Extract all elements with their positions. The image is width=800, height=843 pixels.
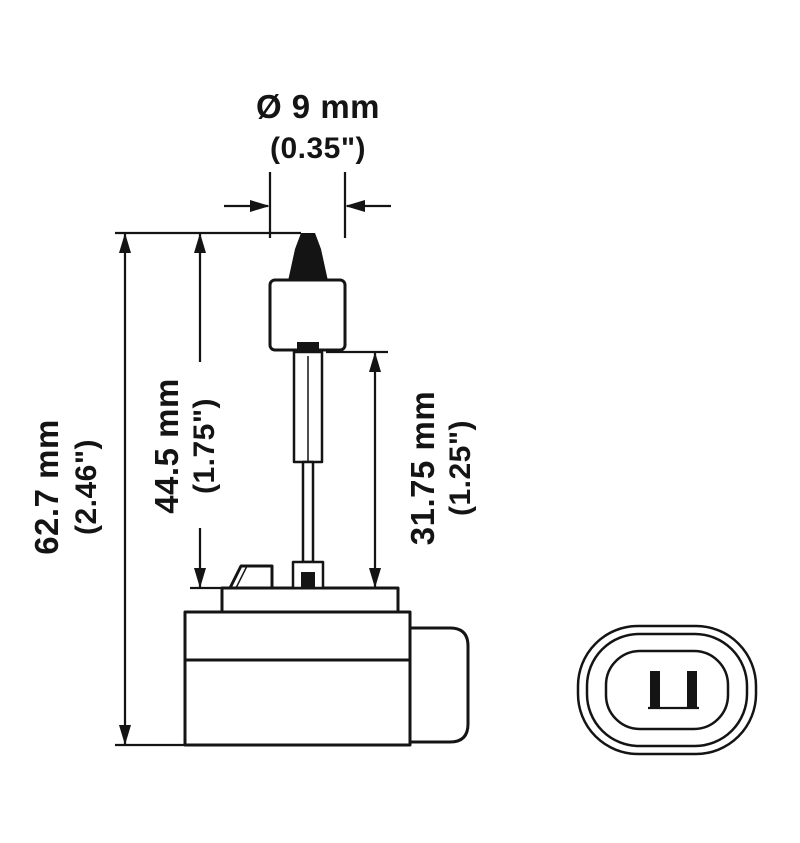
dimension-light-center: 31.75 mm (1.25") xyxy=(326,350,477,588)
connector-end-view xyxy=(576,624,758,756)
diameter-imperial-label: (0.35") xyxy=(270,132,366,165)
base-body-lower xyxy=(183,658,412,747)
overall-length-metric-label: 62.7 mm xyxy=(28,419,65,555)
base-seat-flange xyxy=(220,586,400,614)
arrow-down-icon xyxy=(194,568,206,588)
tip-to-seat-imperial-label: (1.75") xyxy=(188,398,221,494)
glass-tip xyxy=(288,233,328,281)
connector-pin-right xyxy=(687,671,697,708)
connector-inner-cavity xyxy=(604,649,730,731)
arrow-up-icon xyxy=(194,233,206,253)
base-connector-shroud xyxy=(406,626,470,744)
arrow-down-icon xyxy=(369,568,381,588)
glass-capsule xyxy=(268,278,347,352)
dimension-diameter: Ø 9 mm (0.35") xyxy=(224,88,391,238)
arrow-right-icon xyxy=(250,200,270,212)
arrow-down-icon xyxy=(119,725,131,745)
keying-tab-detail-line xyxy=(235,565,248,589)
bulb-side-view xyxy=(183,233,470,747)
light-center-metric-label: 31.75 mm xyxy=(404,391,441,545)
press-bead xyxy=(297,342,319,352)
base-body-upper xyxy=(183,610,412,662)
dimension-overall-length: 62.7 mm (2.46") xyxy=(28,231,301,747)
dimension-tip-to-seat: 44.5 mm (1.75") xyxy=(148,233,224,590)
connector-pin-left xyxy=(650,671,660,708)
support-stem xyxy=(301,460,315,564)
diameter-metric-label: Ø 9 mm xyxy=(256,88,380,125)
press-seal-core xyxy=(301,572,315,588)
arrow-up-icon xyxy=(119,233,131,253)
light-center-imperial-label: (1.25") xyxy=(444,420,477,516)
arrow-left-icon xyxy=(345,200,365,212)
overall-length-imperial-label: (2.46") xyxy=(70,439,103,535)
tip-to-seat-metric-label: 44.5 mm xyxy=(148,378,185,514)
base-keying-tab xyxy=(228,564,274,590)
arrow-up-icon xyxy=(369,352,381,372)
